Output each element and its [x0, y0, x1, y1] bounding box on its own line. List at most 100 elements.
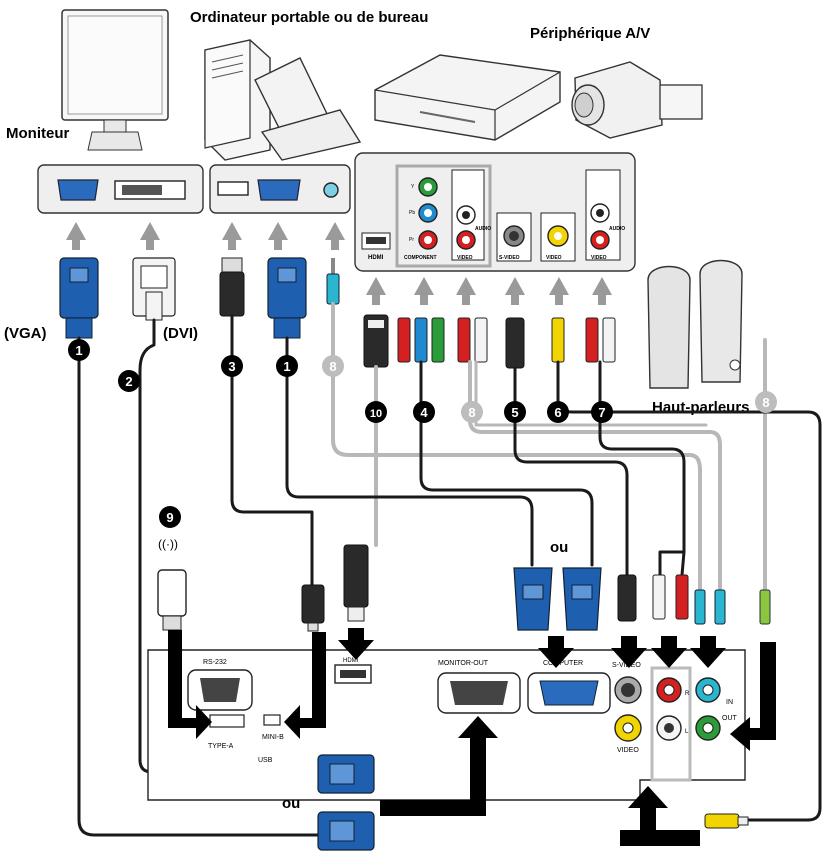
component-ports	[418, 177, 438, 250]
hdmi-plug-top	[363, 314, 389, 368]
av-hdmi-label: HDMI	[368, 255, 384, 261]
cable-number-2: 2	[125, 374, 132, 389]
computer-in-label: COMPUTER	[543, 660, 583, 667]
component-plugs	[397, 317, 445, 363]
monitor-out-port	[437, 672, 521, 714]
cable-number-5: 5	[511, 405, 518, 420]
av-hdmi-port	[361, 232, 391, 250]
cable-number-9: 9	[166, 510, 173, 525]
cable-number-1b: 1	[283, 359, 290, 374]
av-video-label-3: VIDEO	[591, 255, 607, 261]
composite-plug-top	[551, 317, 565, 363]
computer-in-port	[527, 672, 611, 714]
av-audio-label: AUDIO	[475, 226, 491, 232]
audio-plugs-1	[457, 317, 488, 363]
audio-rl-group	[650, 666, 692, 782]
av-video-label-1: VIDEO	[457, 255, 473, 261]
audio-l-label: L	[685, 729, 689, 735]
projector-video-port	[614, 714, 642, 742]
projector-audio-r-port	[656, 677, 682, 703]
rs232-port	[187, 669, 253, 711]
component-pb-label: Pb	[409, 210, 415, 216]
projector-video-label: VIDEO	[617, 747, 639, 754]
cable-number-8c: 8	[762, 395, 769, 410]
dvi-connector	[132, 257, 176, 321]
svideo-plug-mid	[617, 574, 637, 622]
av-audio-label-2: AUDIO	[609, 226, 625, 232]
audio-jacks-mid	[694, 589, 771, 625]
monitor-dvi-port	[114, 180, 186, 200]
upward-arrows	[66, 222, 612, 305]
monitor-icon	[61, 9, 169, 151]
vga-connector-right	[267, 257, 307, 339]
wireless-dongle-icon: ((·))	[157, 537, 187, 631]
audio-r-label: R	[685, 691, 690, 697]
usb-mini-b-port	[263, 714, 281, 726]
av-svideo-label: S-VIDEO	[499, 255, 520, 261]
usb-type-a-port	[209, 714, 245, 728]
projector-svideo-port	[614, 676, 642, 704]
mini-usb-plug	[301, 584, 325, 632]
cable-number-10: 10	[370, 408, 382, 420]
cable-number-1a: 1	[75, 343, 82, 358]
av-composite-port	[540, 212, 576, 262]
component-group	[395, 164, 492, 268]
computer-icon	[204, 39, 362, 161]
av-rca-audio-ports	[585, 169, 621, 261]
pc-usb-port	[217, 181, 249, 196]
cable-number-6: 6	[554, 405, 561, 420]
cable-number-8a: 8	[329, 359, 336, 374]
or-label-top: ou	[550, 539, 568, 556]
cable-number-text: 1 2 3 1 8 10 4 8 5 6 7 8 9	[75, 343, 769, 525]
audio-in-label: IN	[726, 699, 733, 706]
connection-arrows	[168, 628, 776, 846]
cable-number-4: 4	[420, 405, 428, 420]
projector-audio-l-port	[656, 715, 682, 741]
audio-jack-top	[326, 258, 340, 305]
vga-plugs-mid	[513, 567, 602, 631]
hdmi-plug-mid	[343, 544, 369, 622]
component-label: COMPONENT	[404, 255, 437, 261]
vga-connector-left	[59, 257, 99, 339]
component-pr-label: Pr	[409, 237, 414, 243]
audio-out-label: OUT	[722, 715, 738, 722]
speakers-icon	[647, 259, 743, 389]
usb-label: USB	[258, 757, 273, 764]
av-video-label-2: VIDEO	[546, 255, 562, 261]
pc-vga-port	[257, 179, 301, 201]
dvi-label: (DVI)	[163, 325, 198, 342]
cable-number-7: 7	[598, 405, 605, 420]
composite-plug-bottom	[704, 813, 749, 829]
camcorder-icon	[571, 61, 703, 139]
computer-label: Ordinateur portable ou de bureau	[190, 9, 428, 26]
component-y-label: Y	[411, 184, 415, 190]
av-audio-ports	[451, 169, 485, 261]
usb-plug-top	[219, 257, 245, 317]
rca-plugs-mid	[652, 574, 689, 620]
svg-text:((·)): ((·))	[158, 537, 178, 551]
cables	[77, 302, 822, 837]
vga-plug-bottom-1	[317, 754, 375, 794]
vga-label: (VGA)	[4, 325, 47, 342]
pc-audio-port	[323, 182, 339, 198]
monitor-vga-port	[57, 179, 99, 201]
usb-type-a-label: TYPE-A	[208, 743, 234, 750]
rs232-label: RS-232	[203, 659, 227, 666]
av-svideo-port	[496, 212, 532, 262]
av-device-label: Périphérique A/V	[530, 25, 650, 42]
monitor-out-label: MONITOR-OUT	[438, 660, 489, 667]
monitor-label: Moniteur	[6, 125, 69, 142]
cable-number-badges	[68, 339, 777, 528]
audio-out-port	[695, 715, 721, 741]
audio-in-port	[695, 677, 721, 703]
svideo-plug-top	[505, 317, 525, 369]
audio-plugs-2	[585, 317, 616, 363]
cable-number-8b: 8	[468, 405, 475, 420]
usb-mini-b-label: MINI-B	[262, 734, 284, 741]
cable-number-3: 3	[228, 359, 235, 374]
dvd-player-icon	[374, 54, 561, 141]
vga-plug-bottom-2	[317, 811, 375, 851]
or-label-bottom: ou	[282, 795, 300, 812]
projector-hdmi-label: HDMI	[343, 658, 359, 664]
